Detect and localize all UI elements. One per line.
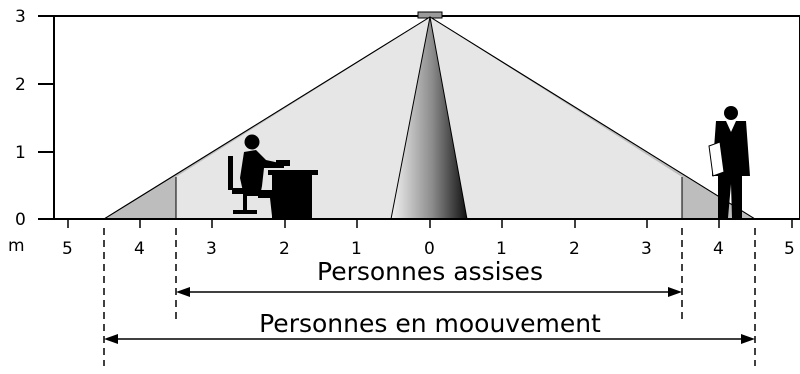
x-tick-label: 2	[569, 239, 580, 259]
x-axis-ticks	[67, 219, 793, 228]
moving-range-label: Personnes en moouvement	[259, 309, 601, 338]
seated-range-label: Personnes assises	[317, 257, 543, 286]
x-tick-label: 3	[641, 239, 652, 259]
x-tick-label: 5	[784, 239, 795, 259]
unit-label: m	[8, 236, 25, 256]
x-tick-label: 2	[279, 239, 290, 259]
seated-person-icon	[228, 134, 318, 218]
x-tick-label: 3	[206, 239, 217, 259]
x-tick-label: 1	[351, 239, 362, 259]
moving-range-arrow	[104, 334, 755, 344]
x-tick-label: 4	[713, 239, 724, 259]
x-tick-label: 1	[496, 239, 507, 259]
y-tick-label: 3	[15, 7, 26, 27]
y-axis	[38, 15, 54, 153]
x-tick-label: 0	[424, 239, 435, 259]
y-tick-label: 0	[15, 210, 26, 230]
y-tick-label: 2	[15, 75, 26, 95]
seated-range-arrow	[176, 287, 682, 297]
moving-person-icon	[708, 106, 750, 218]
y-tick-label: 1	[15, 143, 26, 163]
x-tick-label: 5	[62, 239, 73, 259]
x-tick-label: 4	[134, 239, 145, 259]
range-boundaries	[103, 228, 756, 366]
